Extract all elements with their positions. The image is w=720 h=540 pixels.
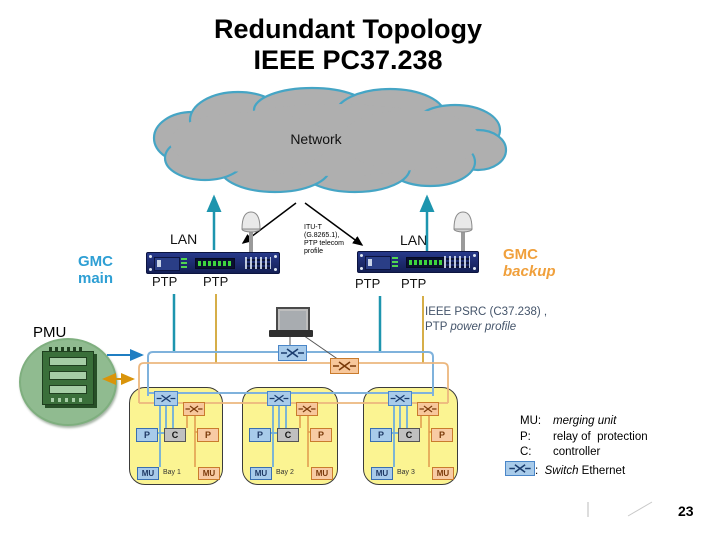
legend-row: C:controller — [520, 446, 601, 458]
pmu-link-arrows — [102, 349, 144, 385]
controller-box: C — [398, 428, 420, 442]
legend-row: MU:merging unit — [520, 415, 617, 427]
ptp-label: PTP — [401, 276, 427, 291]
ptp-label: PTP — [152, 274, 178, 289]
ethernet-switch-icon — [296, 402, 318, 416]
ethernet-switch-icon — [330, 358, 359, 374]
protection-relay-backup: P — [431, 428, 453, 442]
ptp-label: PTP — [203, 274, 229, 289]
bay-label: Bay 3 — [397, 469, 415, 476]
merging-unit-main: MU — [250, 467, 272, 480]
merging-unit-backup: MU — [198, 467, 220, 480]
ethernet-switch-icon — [417, 402, 439, 416]
gmc-main-name: GMC — [78, 253, 113, 270]
gmc-backup-role: backup — [503, 263, 556, 280]
ethernet-switch-icon — [388, 391, 412, 406]
protection-relay-main: P — [136, 428, 158, 442]
ptp-label: PTP — [355, 276, 381, 291]
rack-display — [406, 257, 446, 268]
ethernet-switch-icon — [267, 391, 291, 406]
gmc-main-role: main — [78, 270, 114, 287]
pmu-device-icon — [42, 347, 94, 405]
merging-unit-main: MU — [137, 467, 159, 480]
rack-ports — [245, 257, 271, 269]
title-line-2: IEEE PC37.238 — [253, 45, 443, 75]
lan-label-backup: LAN — [400, 232, 428, 248]
ethernet-switch-icon — [154, 391, 178, 406]
rack-leds — [392, 257, 398, 267]
protection-relay-main: P — [370, 428, 392, 442]
network-cloud — [152, 86, 508, 194]
bay-label: Bay 1 — [163, 469, 181, 476]
gmc-main-clock-device — [146, 252, 280, 274]
rack-ports — [444, 256, 470, 268]
merging-unit-main: MU — [371, 467, 393, 480]
gmc-main-label: GMC main — [78, 253, 113, 287]
itu-note: ITU-T (G.8265.1), PTP telecom profile — [304, 224, 344, 255]
gps-antenna-icon — [241, 211, 261, 254]
legend: MU:merging unit P:relay of protection C:… — [505, 414, 648, 477]
laptop-icon — [276, 307, 310, 334]
gmc-backup-label: GMC backup — [503, 246, 556, 280]
ethernet-switch-icon — [183, 402, 205, 416]
merging-unit-backup: MU — [311, 467, 333, 480]
gps-antenna-icon — [453, 211, 473, 254]
ethernet-switch-icon — [278, 345, 307, 361]
pmu-label: PMU — [33, 324, 67, 341]
title-line-1: Redundant Topology — [214, 14, 482, 44]
merging-unit-backup: MU — [432, 467, 454, 480]
network-cloud-label: Network — [290, 131, 342, 147]
pmu-buttons — [51, 398, 85, 402]
gmc-backup-clock-device — [357, 251, 479, 273]
psrc-note: IEEE PSRC (C37.238) , PTP power profile — [425, 306, 548, 333]
protection-relay-backup: P — [197, 428, 219, 442]
rack-panel — [365, 256, 391, 270]
protection-relay-backup: P — [310, 428, 332, 442]
controller-box: C — [164, 428, 186, 442]
pmu-display-row — [49, 385, 87, 394]
legend-row: : Switch Ethernet — [505, 460, 648, 477]
pmu-display-row — [49, 357, 87, 366]
ethernet-switch-icon — [505, 460, 535, 476]
rack-panel — [154, 257, 180, 271]
lan-label-main: LAN — [170, 231, 198, 247]
protection-relay-main: P — [249, 428, 271, 442]
rack-leds — [181, 258, 187, 268]
rack-display — [195, 258, 235, 269]
bay-label: Bay 2 — [276, 469, 294, 476]
pmu-display-row — [49, 371, 87, 380]
lan-uplink-arrows — [206, 194, 435, 251]
footer-mark — [587, 501, 653, 517]
page-number: 23 — [678, 503, 694, 519]
pmu-zone-ellipse — [19, 338, 117, 426]
controller-box: C — [277, 428, 299, 442]
laptop-base — [269, 330, 313, 337]
itu-callout-arrows — [241, 202, 364, 246]
gmc-backup-name: GMC — [503, 246, 538, 263]
page-title: Redundant Topology IEEE PC37.238 — [98, 14, 598, 76]
legend-row: P:relay of protection — [520, 430, 648, 443]
